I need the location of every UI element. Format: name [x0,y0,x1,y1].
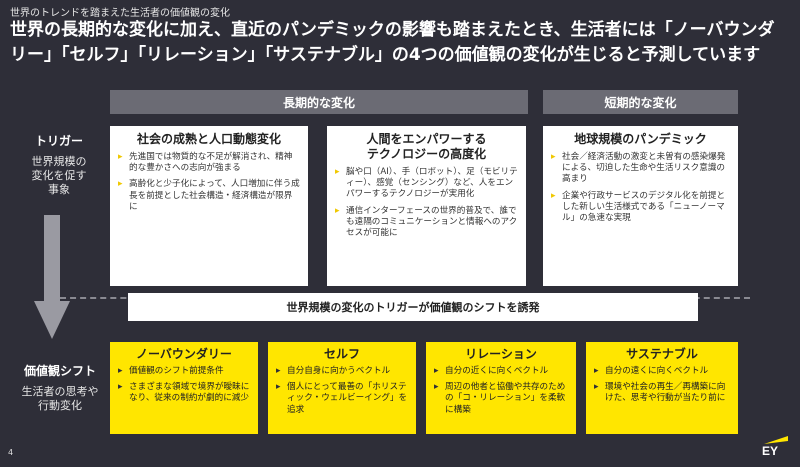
bullet-item: 周辺の他者と協働や共存のための「コ・リレーション」を柔軟に構築 [434,382,568,416]
trigger-card-pandemic: 地球規模のパンデミック 社会／経済活動の激変と未曽有の感染爆発による、切迫した生… [543,126,738,286]
ey-logo-mark-icon [764,436,788,444]
value-card-relation: リレーション 自分の近くに向くベクトル 周辺の他者と協働や共存のための「コ・リレ… [426,342,576,434]
breadcrumb: 世界のトレンドを踏まえた生活者の価値観の変化 [10,8,230,19]
bullet-item: 企業や行政サービスのデジタル化を前提とした新しい生活様式である「ニューノーマル」… [551,191,730,225]
shift-label: 価値観シフト 生活者の思考や 行動変化 [8,362,112,413]
trigger-subtitle: 世界規模の 変化を促す 事象 [31,155,87,196]
page-title: 世界の長期的な変化に加え、直近のパンデミックの影響も踏まえたとき、生活者には「ノ… [10,20,775,65]
bullet-item: 価値観のシフト前提条件 [118,366,250,377]
logo-text: EY [762,444,779,458]
ey-logo: EY [760,436,790,460]
value-card-sustainable: サステナブル 自分の遠くに向くベクトル 環境や社会の再生／再構築に向けた、思考や… [586,342,738,434]
bullet-item: 高齢化と少子化によって、人口増加に伴う成長を前提とした社会構造・経済構造が限界に [118,179,300,213]
bullet-item: 個人にとって最善の「ホリスティック・ウェルビーイング」を追求 [276,382,408,416]
value-card-self: セルフ 自分自身に向かうベクトル 個人にとって最善の「ホリスティック・ウェルビー… [268,342,416,434]
trigger-label: トリガー 世界規模の 変化を促す 事象 [10,132,108,197]
bullet-item: 環境や社会の再生／再構築に向けた、思考や行動が当たり前に [594,382,730,404]
card-title: 社会の成熟と人口動態変化 [136,132,281,146]
value-card-no-boundary: ノーバウンダリー 価値観のシフト前提条件 さまざまな領域で境界が曖昧になり、従来… [110,342,258,434]
trigger-title: トリガー [34,134,83,148]
down-arrow-icon [34,215,70,339]
bullet-item: 先進国では物質的な不足が解消され、精神的な豊かさへの志向が強まる [118,152,300,174]
page-number: 4 [8,448,14,457]
card-title: 人間をエンパワーする テクノロジーの高度化 [366,132,487,161]
bullet-item: 脳や口（AI）、手（ロボット）、足（モビリティー）、感覚（センシング）など、人を… [335,167,518,201]
bullet-item: 自分自身に向かうベクトル [276,366,408,377]
bullet-item: さまざまな領域で境界が曖昧になり、従来の制約が劇的に減少 [118,382,250,404]
card-title: ノーバウンダリー [136,347,232,361]
bullet-item: 通信インターフェースの世界的普及で、誰でも遠隔のコミュニケーションと情報へのアク… [335,206,518,240]
bullet-item: 自分の近くに向くベクトル [434,366,568,377]
short-term-band: 短期的な変化 [543,90,738,114]
card-title: サステナブル [626,347,698,361]
trigger-card-society: 社会の成熟と人口動態変化 先進国では物質的な不足が解消され、精神的な豊かさへの志… [110,126,308,286]
shift-subtitle: 生活者の思考や 行動変化 [21,385,99,412]
trigger-bar: 世界規模の変化のトリガーが価値観のシフトを誘発 [128,293,698,321]
trigger-card-technology: 人間をエンパワーする テクノロジーの高度化 脳や口（AI）、手（ロボット）、足（… [327,126,526,286]
long-term-band: 長期的な変化 [110,90,528,114]
card-title: リレーション [465,347,537,361]
card-title: セルフ [323,347,360,361]
card-title: 地球規模のパンデミック [574,132,707,146]
bullet-item: 社会／経済活動の激変と未曽有の感染爆発による、切迫した生命や生活リスク意識の高ま… [551,152,730,186]
shift-title: 価値観シフト [23,364,96,378]
bullet-item: 自分の遠くに向くベクトル [594,366,730,377]
